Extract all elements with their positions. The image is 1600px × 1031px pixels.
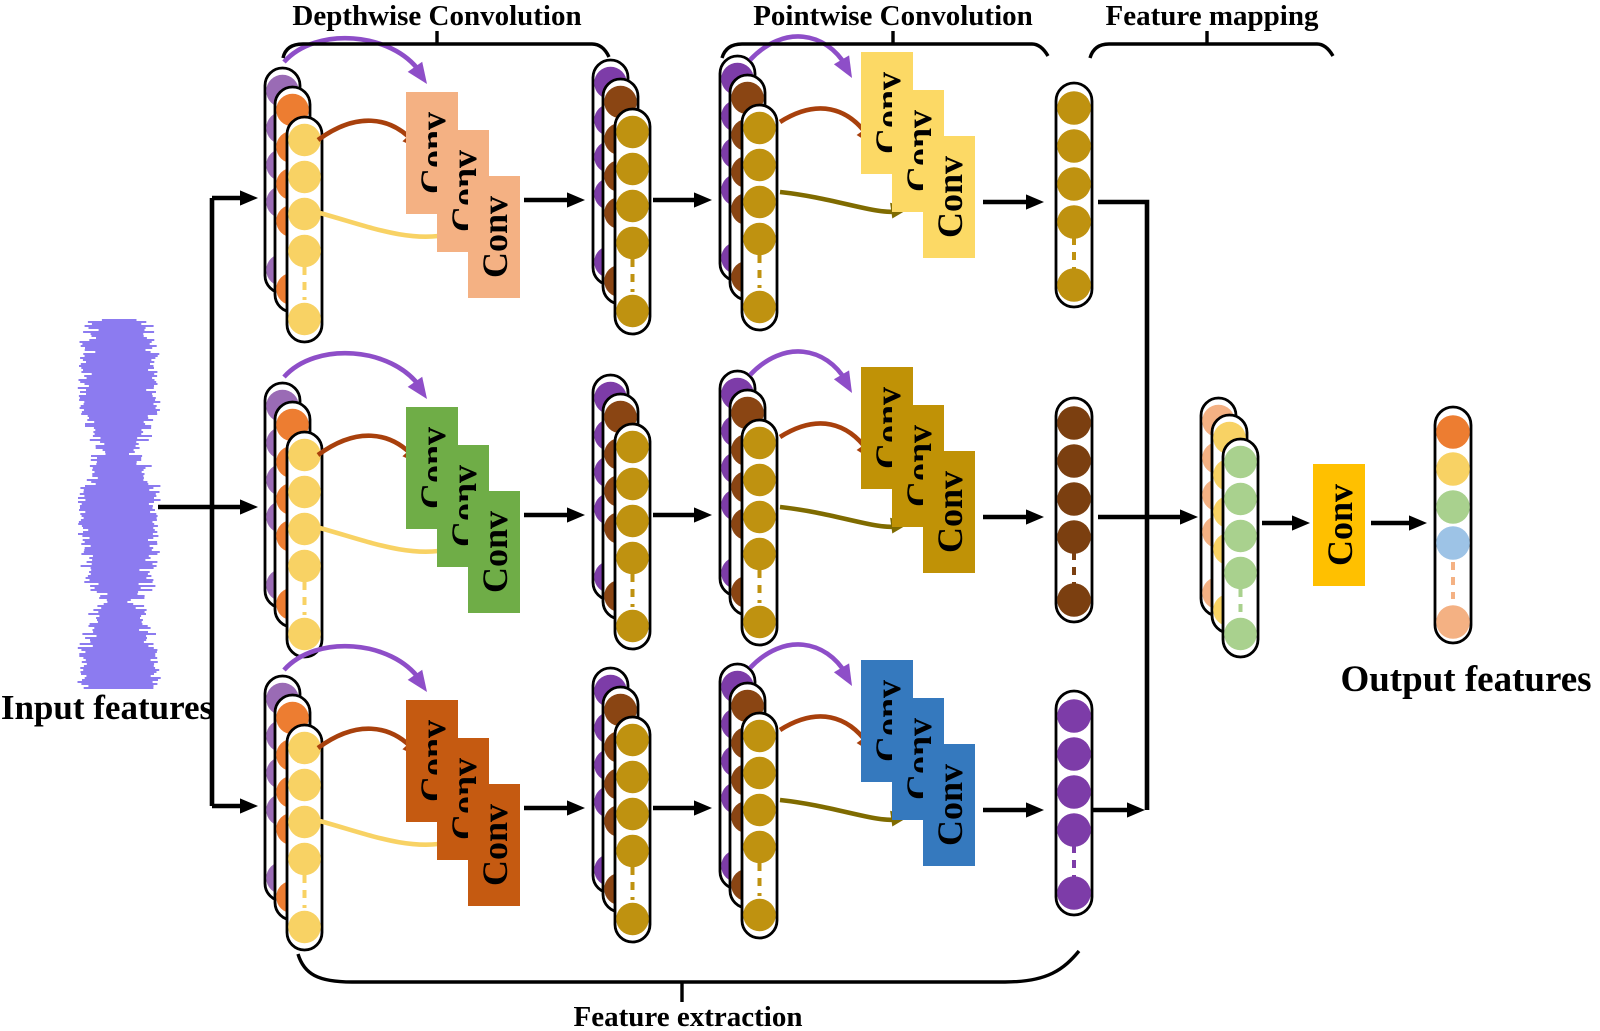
feature-extraction-label: Feature extraction [574,1001,803,1031]
merge-connectors [1092,199,1198,818]
depthwise-convolution-label: Depthwise Convolution [292,0,581,32]
svg-text:Conv: Conv [930,764,970,846]
svg-text:Conv: Conv [930,156,970,238]
feature-extraction-brace [296,949,1081,984]
row-top-input-stack [263,66,324,344]
row-middle-depthwise-output-stack [591,373,652,651]
row-middle-input-stack [263,381,324,659]
merged-feature-stack [1199,396,1260,659]
row-top-pointwise-input-stack [718,54,779,332]
row-middle-pointwise-input-stack [718,369,779,647]
output-features-column [1433,405,1473,645]
row-bottom-pointwise-input-stack [718,662,779,940]
pointwise-brace [720,42,1050,59]
feature-mapping-conv-box: Conv [1313,464,1365,586]
feature-extraction-rows: ConvConvConvConvConvConvConvConvConvConv… [263,34,1094,952]
input-branch-arrows [158,190,258,814]
input-features-label: Input features [1,688,213,727]
row-bottom-output-column [1054,689,1094,917]
feature-mapping-brace [1088,42,1335,59]
svg-text:Conv: Conv [930,471,970,553]
row-top-depthwise-output-stack [591,58,652,336]
depthwise-brace [281,42,611,59]
feature-mapping-label: Feature mapping [1106,0,1319,32]
svg-text:Conv: Conv [475,511,515,593]
svg-text:Conv: Conv [475,804,515,886]
row-top-output-column [1054,81,1094,309]
svg-text:Conv: Conv [1320,484,1360,566]
pointwise-convolution-label: Pointwise Convolution [753,0,1033,32]
feature-mapping-chain: Conv [1199,396,1473,659]
input-waveform [77,319,161,689]
svg-text:Conv: Conv [475,196,515,278]
output-features-label: Output features [1340,659,1591,700]
braces [281,31,1335,1002]
row-middle-output-column [1054,396,1094,624]
row-bottom-depthwise-output-stack [591,666,652,944]
row-bottom-input-stack [263,674,324,952]
